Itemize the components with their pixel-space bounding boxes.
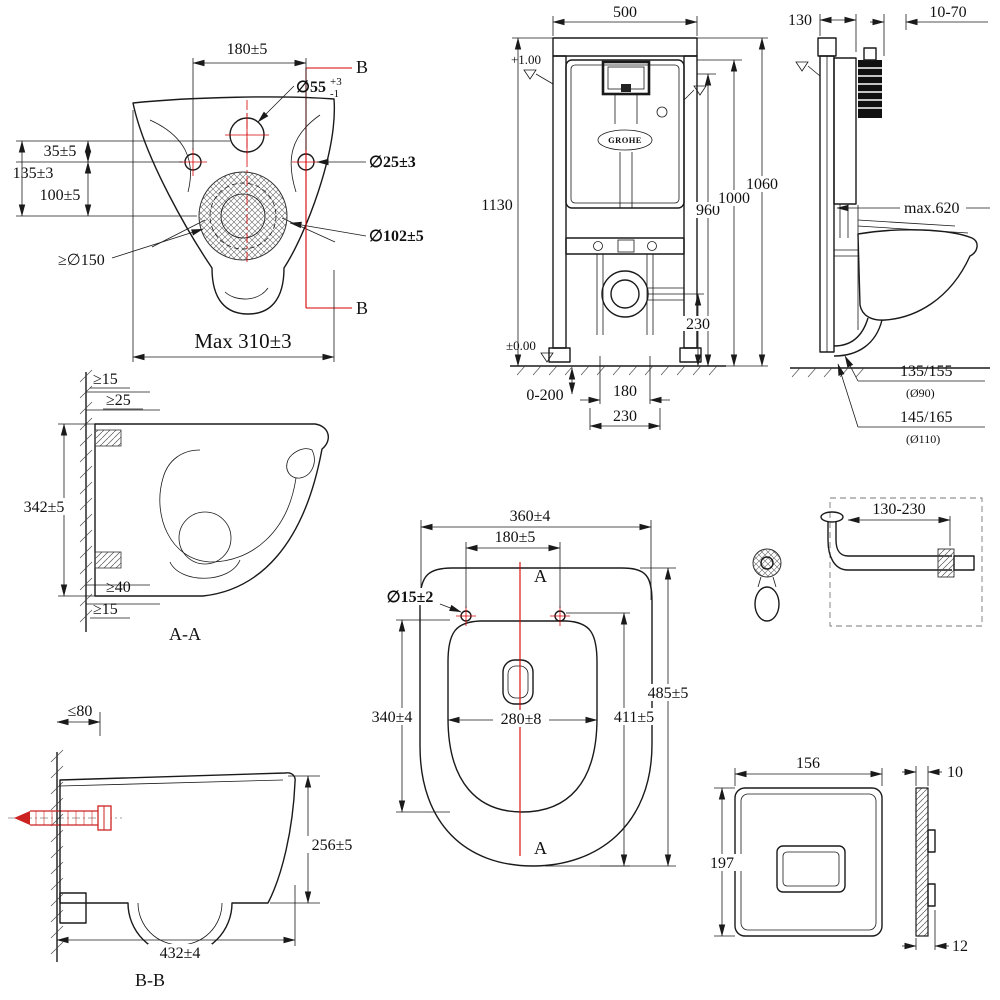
section-aa-view: ≥15 ≥25 ≥40 ≥15 342±5 A-A <box>18 369 330 644</box>
flush-plate-side <box>915 787 929 937</box>
dim-seat-hole: ∅55 <box>296 79 326 96</box>
section-marker-b-top: B <box>356 57 368 77</box>
dim-1060: 1060 <box>746 176 778 193</box>
brand-badge <box>597 129 653 151</box>
flush-bend-nut <box>937 548 955 578</box>
bowl-top-outline <box>419 567 653 867</box>
anchor-screw <box>8 805 122 831</box>
dim-plate-width: 156 <box>796 755 820 772</box>
dim-plate-th-top: 10 <box>947 764 963 781</box>
flush-plate-opening <box>601 60 651 96</box>
dim-inner-length: 340±4 <box>372 709 413 726</box>
dim-inner-width: 280±8 <box>501 711 542 728</box>
dim-1000: 1000 <box>718 190 750 207</box>
bowl-side-profile <box>857 229 978 321</box>
dim-mount-hole: ∅25±3 <box>369 154 416 171</box>
dim-plate-th-bottom: 12 <box>952 938 968 955</box>
level-floor-label: ±0.00 <box>506 338 536 353</box>
dim-outlet1: 135/155 <box>900 363 952 380</box>
dim-max-reach: max.620 <box>904 200 960 217</box>
level-mark-right-icon <box>693 85 707 96</box>
seat-opening <box>447 620 598 813</box>
dim-len-to-hole: 411±5 <box>614 709 654 726</box>
frame-rail-left <box>552 55 567 349</box>
brand-logo: GROHE <box>608 135 642 145</box>
dim-clear-bot2: ≥15 <box>93 601 118 618</box>
section-marker-b-bottom: B <box>356 298 368 318</box>
flush-plate-view: 156 197 10 12 <box>698 755 968 955</box>
floor-hatch <box>516 365 718 376</box>
bowl-section-outline <box>94 423 330 597</box>
dim-anchor-depth: ≤80 <box>68 703 93 720</box>
dim-drain-pipe: ∅102±5 <box>369 228 424 245</box>
dim-960: 960 <box>696 202 720 219</box>
outlet-bracket <box>59 892 87 924</box>
dim-seat-hole-tol-up: +3 <box>330 76 342 88</box>
flush-bend-box <box>829 497 983 627</box>
bowl-front-view: B B 180±5 ∅55 +3 -1 35±5 135±3 100±5 ∅25… <box>13 41 424 362</box>
dim-top-hole-dia: ∅15±2 <box>387 589 434 606</box>
dim-100: 100±5 <box>40 187 81 204</box>
dim-max-width: Max 310±3 <box>194 329 291 353</box>
dim-section-height: 342±5 <box>24 499 65 516</box>
dim-outlet2: 145/165 <box>900 409 952 426</box>
dim-clear-top1: ≥15 <box>93 371 118 388</box>
section-marker-a-bottom: A <box>534 838 547 858</box>
drain-area <box>198 171 288 261</box>
level-mark-top-icon <box>523 69 537 80</box>
dim-wall-gap: 10-70 <box>929 4 966 21</box>
dim-frame-width: 500 <box>613 4 637 21</box>
flush-bend-flange <box>820 511 844 523</box>
dim-flush-pipe-range: 130-230 <box>872 501 925 518</box>
dim-hole-spacing: 180±5 <box>227 41 268 58</box>
dim-frame-depth: 130 <box>788 12 812 29</box>
flush-inlet <box>502 659 534 705</box>
section-bb-label: B-B <box>135 970 165 990</box>
dim-fix-span: 230 <box>613 408 637 425</box>
seal-loop <box>754 586 780 622</box>
flush-button <box>776 845 846 893</box>
dim-clear-bot1: ≥40 <box>106 579 131 596</box>
frame-front-view: GROHE +1.00 ±0.00 <box>481 4 782 430</box>
wall-hatch-bb <box>50 749 64 955</box>
dim-top-width: 360±4 <box>510 508 551 525</box>
bowl-bb-outline <box>59 772 296 956</box>
dim-clear-top2: ≥25 <box>106 392 131 409</box>
flush-plate-front <box>734 787 883 937</box>
accessory-parts: 130-230 <box>752 497 983 627</box>
dim-drain-height: 230 <box>686 316 710 333</box>
level-mark-side-icon <box>795 61 809 72</box>
dim-bb-height: 256±5 <box>312 837 353 854</box>
dim-top-hole-spacing: 180±5 <box>495 529 536 546</box>
dim-outlet1-dia: (Ø90) <box>906 386 935 400</box>
dim-bb-length: 432±4 <box>160 945 201 962</box>
bowl-outline <box>132 96 336 315</box>
dim-total-length: 485±5 <box>648 685 689 702</box>
dim-seat-hole-tol-dn: -1 <box>330 88 339 100</box>
bowl-top-view: A A 360±4 180±5 ∅15±2 340±4 280±8 411±5 <box>366 508 694 867</box>
dim-foot-range: 0-200 <box>526 387 563 404</box>
cistern-side <box>833 57 857 205</box>
drain-socket <box>601 270 649 318</box>
frame-top-bar <box>552 37 698 57</box>
frame-side-view: 130 10-70 max.620 135/155 (Ø90) 145/165 … <box>788 4 990 446</box>
wall-hatch <box>79 369 93 623</box>
frame-foot-left <box>548 347 571 363</box>
dim-35: 35±5 <box>44 143 77 160</box>
dim-135: 135±3 <box>13 165 54 182</box>
dim-plate-height: 197 <box>710 855 734 872</box>
section-aa-label: A-A <box>169 624 201 644</box>
dim-drain-min: ≥∅150 <box>58 252 105 269</box>
cistern <box>565 59 685 209</box>
dim-frame-height: 1130 <box>481 197 512 214</box>
support-rail <box>565 237 685 255</box>
section-marker-a-top: A <box>534 566 547 586</box>
level-top-label: +1.00 <box>511 52 541 67</box>
dim-leg-span: 180 <box>613 383 637 400</box>
dim-outlet2-dia: (Ø110) <box>906 432 940 446</box>
level-mark-floor-icon <box>540 352 554 363</box>
section-bb-view: ≤80 256±5 432±4 B-B <box>8 703 358 990</box>
wall-seal-part <box>752 548 782 578</box>
